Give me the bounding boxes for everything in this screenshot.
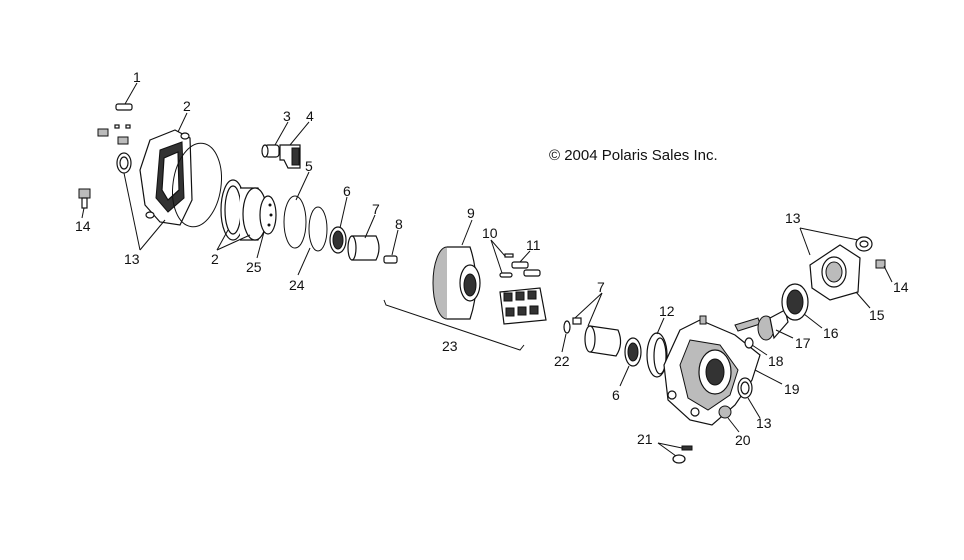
part-7-sleeve-right xyxy=(572,317,622,357)
part-19-gear-case xyxy=(663,315,761,426)
callout-4: 4 xyxy=(306,108,314,124)
part-24-snap-ring xyxy=(308,206,328,252)
callout-19: 19 xyxy=(784,381,800,397)
part-22-ring xyxy=(563,320,571,334)
callout-6-left: 6 xyxy=(343,183,351,199)
part-25-spring-washer xyxy=(259,195,277,235)
part-8-pin xyxy=(383,255,398,264)
callout-23: 23 xyxy=(442,338,458,354)
callout-2-bottom: 2 xyxy=(211,251,219,267)
part-14-bolt-left xyxy=(78,188,91,209)
part-2-housing xyxy=(139,129,193,226)
part-16-bearing xyxy=(781,283,809,321)
part-9-ring-gear xyxy=(432,246,481,320)
callout-labels: 1 2 3 4 5 6 7 8 9 10 11 13 14 2 25 24 23… xyxy=(75,69,909,448)
callout-14-left: 14 xyxy=(75,218,91,234)
copyright-text: © 2004 Polaris Sales Inc. xyxy=(549,147,718,164)
part-13-seal-right-bottom xyxy=(737,377,753,399)
part-5-ring xyxy=(283,195,307,249)
bracket-23 xyxy=(383,299,525,351)
callout-3: 3 xyxy=(283,108,291,124)
part-1-pin xyxy=(115,103,133,111)
part-4-bracket xyxy=(279,144,301,169)
callout-21: 21 xyxy=(637,431,653,447)
callout-13-right-top: 13 xyxy=(785,210,801,226)
callout-17: 17 xyxy=(795,335,811,351)
leader-lines xyxy=(81,82,893,457)
callout-22: 22 xyxy=(554,353,570,369)
part-3-bushing xyxy=(261,144,280,158)
part-17-pinion-gear xyxy=(757,309,789,341)
callout-14-right: 14 xyxy=(893,279,909,295)
part-13-seal-left xyxy=(116,152,132,174)
callout-10: 10 xyxy=(482,225,498,241)
part-10-pins xyxy=(499,253,514,278)
callout-15: 15 xyxy=(869,307,885,323)
part-20-nut xyxy=(718,405,732,419)
callout-11: 11 xyxy=(526,237,541,253)
callout-6-right: 6 xyxy=(612,387,620,403)
callout-20: 20 xyxy=(735,432,751,448)
callout-7-left: 7 xyxy=(372,201,380,217)
part-14-bolt-right xyxy=(875,259,886,269)
o-ring-large xyxy=(172,142,222,228)
callout-8: 8 xyxy=(395,216,403,232)
part-6-bearing-right xyxy=(624,337,642,367)
small-bolts xyxy=(97,124,131,145)
callout-5: 5 xyxy=(305,158,313,174)
callout-9: 9 xyxy=(467,205,475,221)
part-15-flange-cover xyxy=(809,244,861,301)
part-13-seal-right-top xyxy=(855,236,873,252)
part-2-ring-set xyxy=(220,179,268,241)
callout-18: 18 xyxy=(768,353,784,369)
part-12-ring xyxy=(646,332,668,378)
callout-16: 16 xyxy=(823,325,839,341)
callout-24: 24 xyxy=(289,277,305,293)
callout-25: 25 xyxy=(246,259,262,275)
callout-13-right-bottom: 13 xyxy=(756,415,772,431)
callout-12: 12 xyxy=(659,303,675,319)
part-21-plug xyxy=(672,445,693,464)
part-6-bearing xyxy=(329,226,347,254)
part-7-sleeve xyxy=(347,235,380,261)
callout-2-top: 2 xyxy=(183,98,191,114)
callout-13-left: 13 xyxy=(124,251,140,267)
part-11-pins xyxy=(511,261,541,277)
callout-1: 1 xyxy=(133,69,141,85)
callout-7-right: 7 xyxy=(597,279,605,295)
part-10-11-cage xyxy=(499,287,547,325)
